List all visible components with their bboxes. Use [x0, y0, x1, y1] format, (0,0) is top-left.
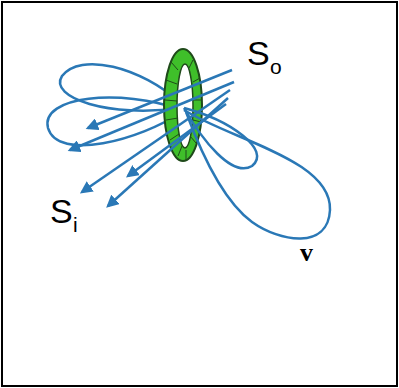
field-lines	[70, 70, 330, 239]
label-subscript: o	[270, 56, 282, 77]
field-lines	[47, 64, 182, 145]
surface-label: S	[247, 36, 270, 70]
surface-label: S	[50, 194, 73, 228]
label-subscript: i	[73, 214, 78, 235]
frame	[2, 2, 397, 386]
vector-label: v	[300, 240, 313, 266]
